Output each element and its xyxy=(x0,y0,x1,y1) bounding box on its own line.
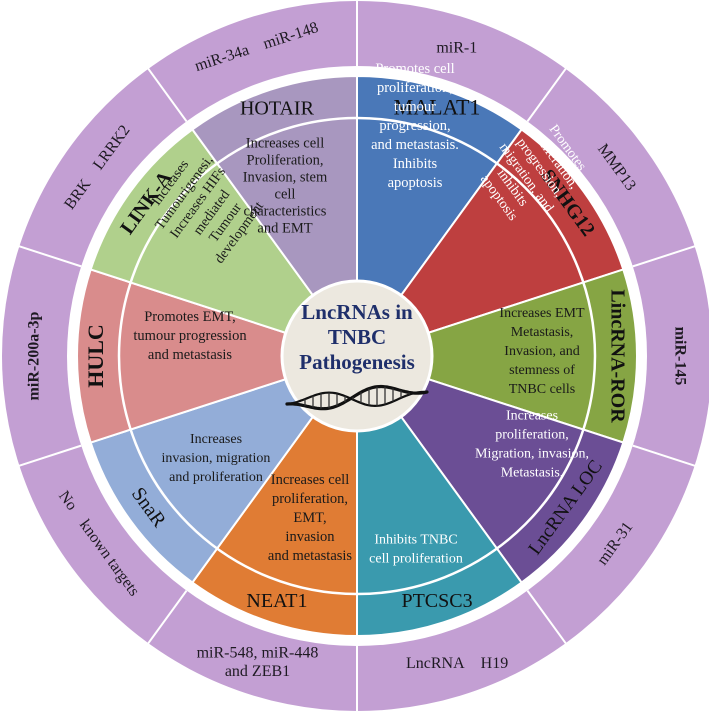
segment-description-line: proliferation, xyxy=(272,491,348,507)
segment-description: Increases invasion, migration and prolifer… xyxy=(162,432,271,485)
segment-description-line: apoptosis xyxy=(388,175,443,191)
rna-strand-icon xyxy=(285,384,429,411)
segment-description-line: Increases xyxy=(506,409,558,424)
outer-ring-divider xyxy=(632,444,697,468)
segment-hotair xyxy=(191,74,358,360)
segment-description-line: Proliferation, xyxy=(247,153,324,169)
segment-description-line: proliferation, xyxy=(495,428,568,443)
segment-description-line: and metastasis. xyxy=(371,137,459,153)
segment-description: Increases cell proliferation, EMT, invasion… xyxy=(268,472,353,564)
segment-description-line: Increases xyxy=(190,432,242,447)
segment-description-line: Inhibits xyxy=(393,156,438,172)
segment-description-line: Migration, invasion, xyxy=(475,447,589,462)
name-band-divider xyxy=(117,116,597,596)
segment-description-line: proliferation, xyxy=(377,80,453,96)
outer-target-label: miR-200a-3p xyxy=(26,311,43,400)
center-title-line-1: LncRNAs in xyxy=(301,300,413,324)
segment-description-line: progression, xyxy=(379,118,450,134)
segment-description-line: characteristics xyxy=(244,204,327,220)
segment-description-line: Invasion, and xyxy=(504,344,579,359)
center-hub: LncRNAs in TNBC Pathogenesis xyxy=(280,279,434,433)
segment-description: Promotesproliferation,progression,migrat… xyxy=(468,111,597,236)
segment-name-label: PTCSC3 xyxy=(401,590,472,612)
outer-ring-divider xyxy=(526,590,568,646)
segment-description-line: Metastasis, xyxy=(501,466,564,481)
outer-ring-divider xyxy=(17,244,82,268)
segment-description-line: and EMT xyxy=(257,221,312,237)
segment-name-label: NEAT1 xyxy=(246,590,307,612)
outer-ring-divider xyxy=(17,444,82,468)
segment-name-label: HOTAIR xyxy=(240,97,315,119)
segment-name-label: HULC xyxy=(83,324,108,388)
segment-description-line: stemness of xyxy=(509,363,575,378)
segment-description-line: EMT, xyxy=(293,510,326,526)
segment-name-label: MALAT1 xyxy=(394,95,481,120)
segment-description-line: Metastasis, xyxy=(511,325,574,340)
segment-description: Increases EMT Metastasis, Invasion, and ste… xyxy=(499,306,585,397)
outer-ring-divider xyxy=(146,590,188,646)
lncrna-description-labels: Promotes cell proliferation, tumour progres… xyxy=(133,61,597,567)
outer-target-label: miR-548, miR-448 and ZEB1 xyxy=(197,644,319,679)
segment-description-line: Increases EMT xyxy=(499,306,585,321)
segment-description-line: and metastasis xyxy=(148,347,233,363)
segment-description-line: Increases cell xyxy=(246,136,325,152)
segment-description: Inhibits TNBC cell proliferation xyxy=(369,533,463,567)
segment-description-line: Promotes EMT, xyxy=(144,309,236,325)
segment-description-line: TNBC cells xyxy=(509,382,576,397)
outer-target-label: miR-1 xyxy=(436,39,477,56)
center-title-line-2: TNBC xyxy=(328,325,386,349)
segment-description: Promotes EMT, tumour progression and metas… xyxy=(133,309,247,363)
segment-description-line: cell xyxy=(275,187,296,203)
segment-description: Promotes cell proliferation, tumour progres… xyxy=(371,61,459,191)
outer-target-label-line: miR-548, miR-448 xyxy=(197,644,319,661)
center-title-line-3: Pathogenesis xyxy=(299,350,415,374)
segment-description: Increases proliferation, Migration, invasi… xyxy=(475,409,589,481)
segment-description-line: tumour progression xyxy=(133,328,247,344)
outer-ring-divider xyxy=(526,66,568,122)
segment-description-line: tumour xyxy=(394,99,436,115)
segment-description-line: invasion xyxy=(285,529,335,545)
lncrna-segments xyxy=(76,74,638,638)
outer-target-label: LncRNA H19 xyxy=(406,655,508,672)
rna-strand-icon-secondary xyxy=(285,390,429,408)
outer-target-label: miR-145 xyxy=(671,327,688,386)
outer-ring-divider xyxy=(632,244,697,268)
outer-ring-divider xyxy=(146,66,188,122)
segment-description-line: and metastasis xyxy=(268,548,353,564)
segment-description-line: Promotes cell xyxy=(375,61,454,77)
rna-base-pairs-icon xyxy=(304,386,410,409)
outer-target-label-line: and ZEB1 xyxy=(225,663,290,680)
segment-description-line: and proliferation xyxy=(169,470,263,485)
segment-description-line: cell proliferation xyxy=(369,552,463,567)
segment-description-line: Inhibits TNBC xyxy=(374,533,457,548)
segment-description-line: Invasion, stem xyxy=(243,170,328,186)
segment-description-line: invasion, migration xyxy=(162,451,271,466)
segment-description-line: Increases cell xyxy=(271,472,350,488)
segment-name-label: LincRNA-ROR xyxy=(606,289,628,423)
